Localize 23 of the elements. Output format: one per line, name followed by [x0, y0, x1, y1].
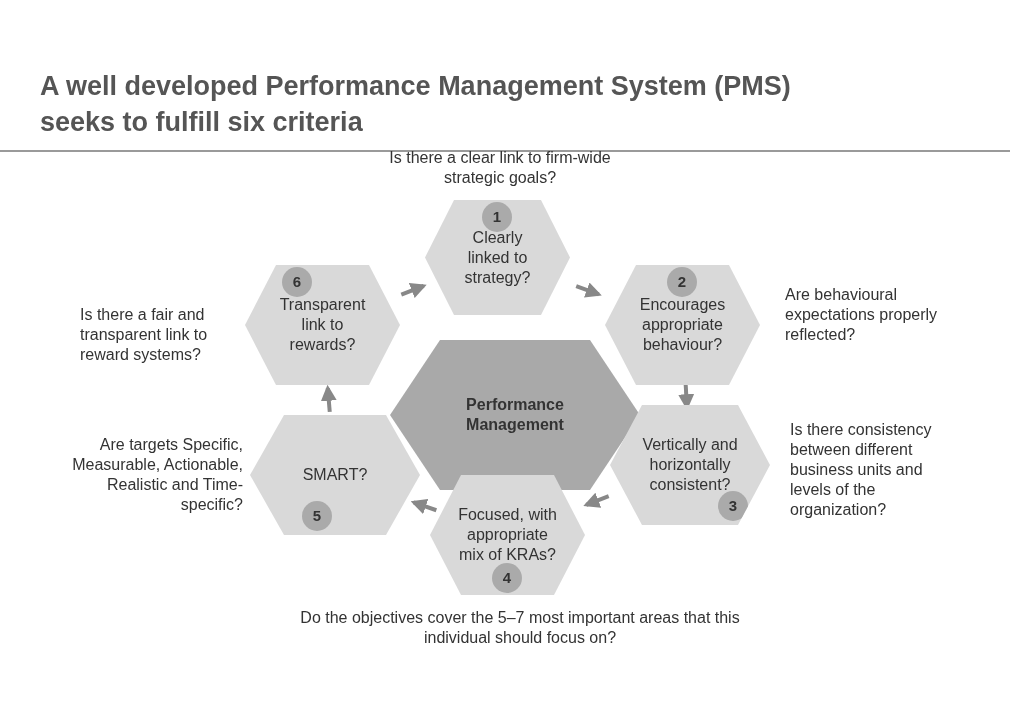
number-badge: 4 — [492, 563, 522, 593]
question-text: Is there a clear link to firm-wide strategic goals? — [388, 148, 612, 188]
criterion-label: Encourages appropriate behaviour? — [638, 295, 727, 355]
question-text: Are behavioural expectations properly reflected? — [785, 285, 939, 345]
criterion-label: Transparent link to rewards? — [278, 295, 367, 355]
arrow — [410, 499, 437, 515]
criterion-label: SMART? — [301, 465, 369, 485]
number-badge: 2 — [667, 267, 697, 297]
question-text: Is there consistency between different business units and levels of the organization? — [790, 420, 933, 520]
criterion-label: Focused, with appropriate mix of KRAs? — [457, 505, 558, 565]
number-badge: 6 — [282, 267, 312, 297]
center-label: Performance Management — [465, 395, 565, 435]
number-badge: 3 — [718, 491, 748, 521]
arrow — [583, 492, 610, 508]
arrow — [575, 282, 602, 298]
question-text: Is there a fair and transparent link to reward systems? — [80, 305, 209, 365]
title: A well developed Performance Management System (PMS) seeks to fulfill six criteria — [40, 70, 792, 139]
question-text: Are targets Specific, Measurable, Actionable, Realistic and Time-specific? — [71, 435, 243, 515]
arrow — [400, 283, 427, 299]
arrow — [320, 384, 337, 413]
number-badge: 1 — [482, 202, 512, 232]
number-badge: 5 — [302, 501, 332, 531]
question-text: Do the objectives cover the 5–7 most important areas that this individual should focus on? — [300, 608, 740, 648]
